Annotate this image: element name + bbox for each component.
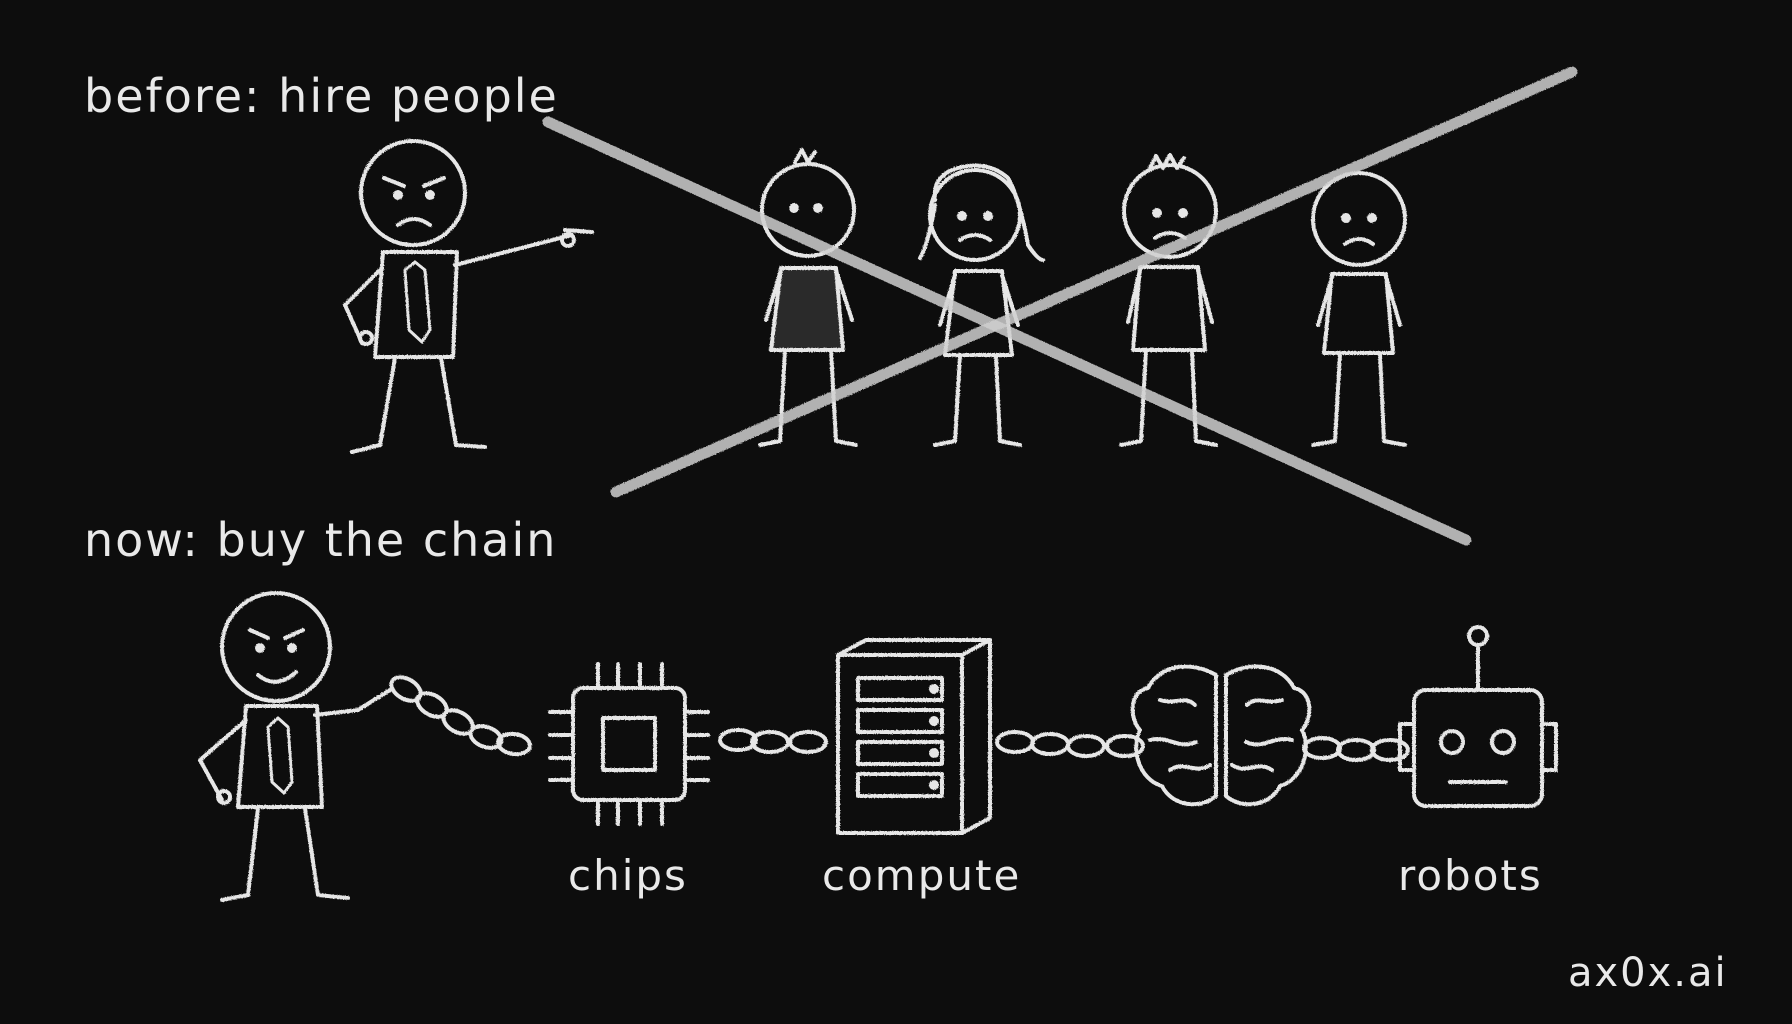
stick-figure-worker bbox=[1311, 171, 1407, 447]
before-label: before: hire people bbox=[84, 69, 559, 123]
stick-figure-worker bbox=[758, 148, 858, 447]
chip-icon bbox=[548, 662, 710, 826]
compute-label: compute bbox=[822, 851, 1021, 900]
stick-figure-boss-pointing bbox=[343, 139, 594, 454]
chain-links bbox=[389, 675, 1410, 762]
chips-label: chips bbox=[568, 851, 688, 900]
stick-figure-worker bbox=[918, 163, 1045, 447]
stick-figure-boss-holding-chain bbox=[198, 591, 392, 902]
brand-label: ax0x.ai bbox=[1568, 950, 1728, 996]
x-cross-out bbox=[542, 66, 1578, 546]
stick-figure-worker bbox=[1119, 153, 1218, 447]
brain-icon bbox=[1130, 664, 1312, 807]
robot-head-icon bbox=[1398, 625, 1558, 808]
robots-label: robots bbox=[1398, 851, 1543, 900]
now-label: now: buy the chain bbox=[84, 513, 557, 567]
server-icon bbox=[836, 638, 992, 835]
